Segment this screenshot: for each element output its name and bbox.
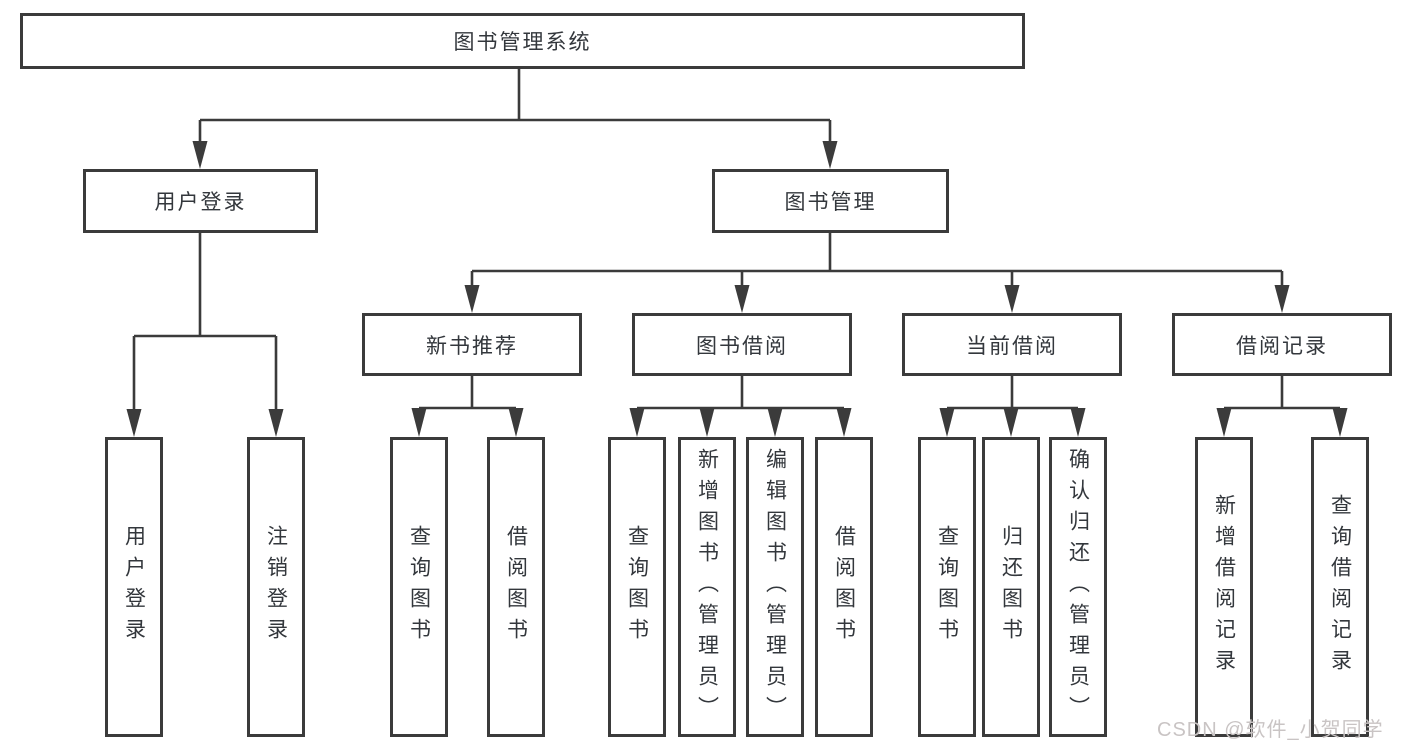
leaf-current-confirm-return-admin-label: 确认归还（管理员） <box>1066 447 1090 727</box>
leaf-current-return-books: 归还图书 <box>982 437 1040 737</box>
leaf-records-add-record-label: 新增借阅记录 <box>1212 494 1236 680</box>
connector-root <box>192 68 838 169</box>
leaf-borrow-borrow-books-label: 借阅图书 <box>832 525 856 649</box>
node-new-book-recommend: 新书推荐 <box>362 313 582 376</box>
node-current-borrow: 当前借阅 <box>902 313 1122 376</box>
csdn-watermark: CSDN @软件_小贺同学 <box>1157 719 1384 741</box>
connector-current-borrow <box>939 376 1086 437</box>
node-user-login-label: 用户登录 <box>154 191 247 214</box>
leaf-records-query-record: 查询借阅记录 <box>1311 437 1369 737</box>
connector-book-management <box>464 233 1290 313</box>
leaf-logout-label: 注销登录 <box>264 525 288 649</box>
node-book-management: 图书管理 <box>712 169 949 233</box>
leaf-recommend-borrow-books: 借阅图书 <box>487 437 545 737</box>
node-root-label: 图书管理系统 <box>453 31 592 54</box>
node-borrow-records: 借阅记录 <box>1172 313 1392 376</box>
leaf-logout: 注销登录 <box>247 437 305 737</box>
connector-book-borrow <box>629 376 852 437</box>
node-book-borrow: 图书借阅 <box>632 313 852 376</box>
leaf-borrow-edit-books-admin-label: 编辑图书（管理员） <box>763 447 787 727</box>
leaf-current-query-books: 查询图书 <box>918 437 976 737</box>
node-user-login: 用户登录 <box>83 169 318 233</box>
leaf-borrow-query-books-label: 查询图书 <box>625 525 649 649</box>
leaf-borrow-query-books: 查询图书 <box>608 437 666 737</box>
leaf-borrow-add-books-admin-label: 新增图书（管理员） <box>695 447 719 727</box>
connector-new-book-recommend <box>411 376 524 437</box>
node-new-book-recommend-label: 新书推荐 <box>426 334 518 358</box>
leaf-records-query-record-label: 查询借阅记录 <box>1328 494 1352 680</box>
leaf-current-query-books-label: 查询图书 <box>935 525 959 649</box>
leaf-current-return-books-label: 归还图书 <box>999 525 1023 649</box>
leaf-records-add-record: 新增借阅记录 <box>1195 437 1253 737</box>
node-book-borrow-label: 图书借阅 <box>696 334 788 358</box>
leaf-current-confirm-return-admin: 确认归还（管理员） <box>1049 437 1107 737</box>
connector-user-login <box>126 233 284 437</box>
leaf-recommend-query-books: 查询图书 <box>390 437 448 737</box>
leaf-borrow-edit-books-admin: 编辑图书（管理员） <box>746 437 804 737</box>
node-root: 图书管理系统 <box>20 13 1025 69</box>
leaf-user-login: 用户登录 <box>105 437 163 737</box>
node-book-management-label: 图书管理 <box>784 191 877 214</box>
connector-borrow-records <box>1216 376 1348 437</box>
leaf-recommend-query-books-label: 查询图书 <box>407 525 431 649</box>
leaf-borrow-add-books-admin: 新增图书（管理员） <box>678 437 736 737</box>
node-current-borrow-label: 当前借阅 <box>966 334 1058 358</box>
leaf-user-login-label: 用户登录 <box>122 525 146 649</box>
leaf-recommend-borrow-books-label: 借阅图书 <box>504 525 528 649</box>
leaf-borrow-borrow-books: 借阅图书 <box>815 437 873 737</box>
node-borrow-records-label: 借阅记录 <box>1236 334 1328 358</box>
